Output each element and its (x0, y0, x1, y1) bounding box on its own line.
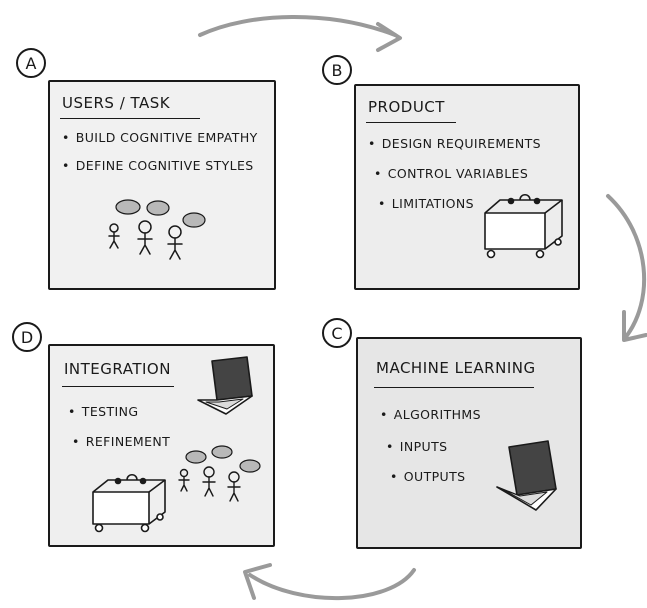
panel-d-bullet-2: •Refinement (72, 434, 171, 449)
panel-b-title: Product (368, 98, 445, 116)
panel-c-badge: C (322, 318, 352, 348)
laptop-icon (197, 356, 253, 415)
panel-c-bullet-3: •Outputs (390, 469, 466, 484)
thought-cloud-icon (185, 445, 261, 473)
stick-figure-icon (178, 466, 241, 502)
arrow-b-to-c (606, 194, 647, 342)
panel-c-title: Machine Learning (376, 359, 536, 377)
panel-a: Users / Task •Build Cognitive Empathy •D… (48, 80, 276, 290)
panel-b-bullet-1: •Design Requirements (368, 136, 541, 151)
robot-cart-icon (484, 193, 563, 259)
laptop-icon (496, 440, 557, 511)
panel-d-bullet-1: •Testing (68, 404, 139, 419)
thought-cloud-icon (115, 199, 206, 228)
stick-figure-icon (108, 220, 183, 260)
panel-a-title-rule (60, 118, 200, 119)
panel-c-bullet-1: •Algorithms (380, 407, 481, 422)
panel-c-bullet-2: •Inputs (386, 439, 448, 454)
arrow-a-to-b (198, 15, 402, 52)
panel-a-bullet-1: •Build Cognitive Empathy (62, 130, 258, 145)
panel-b-title-rule (366, 122, 456, 123)
panel-b-badge: B (322, 55, 352, 85)
panel-a-bullet-2: •Define Cognitive Styles (62, 158, 254, 173)
panel-d-title-rule (62, 386, 174, 387)
panel-b-bullet-3: •Limitations (378, 196, 474, 211)
panel-a-title: Users / Task (62, 94, 171, 112)
robot-cart-icon (92, 473, 166, 533)
panel-d-title: Integration (64, 360, 171, 378)
panel-a-badge: A (16, 48, 46, 78)
panel-c: Machine Learning •Algorithms •Inputs •Ou… (356, 337, 582, 549)
panel-c-title-rule (374, 387, 534, 388)
arrow-c-to-d (243, 563, 416, 600)
panel-b-bullet-2: •Control Variables (374, 166, 529, 181)
panel-d-badge: D (12, 322, 42, 352)
